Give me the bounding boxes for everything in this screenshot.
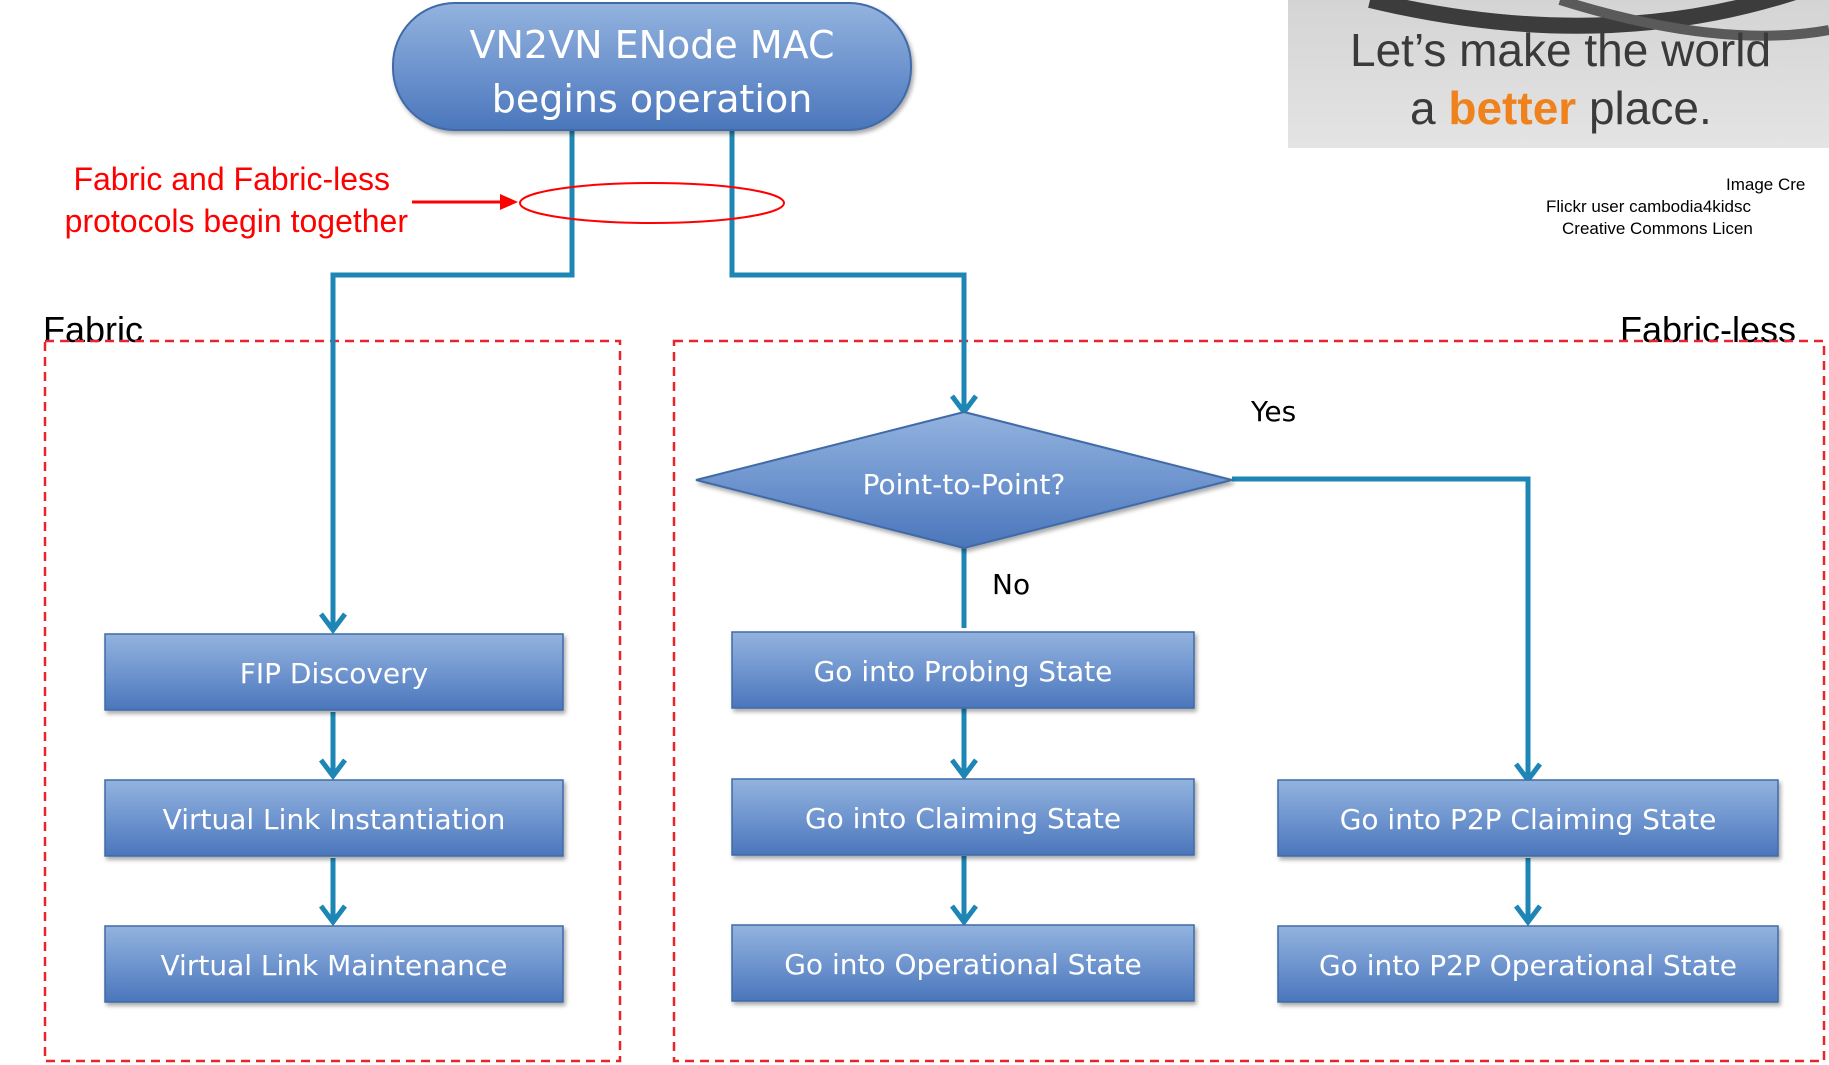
process-box: Virtual Link Instantiation <box>104 779 564 857</box>
credit-line2: Flickr user cambodia4kidsc <box>1546 197 1752 216</box>
annotation-line2: protocols begin together <box>65 203 409 239</box>
process-box: Go into P2P Operational State <box>1277 925 1779 1003</box>
step-p2p-claiming-state: Go into P2P Claiming State <box>1340 803 1717 836</box>
process-box: FIP Discovery <box>104 633 564 711</box>
arrowhead-fip <box>319 612 347 635</box>
nonp2p-steps: Go into Probing State Go into Claiming S… <box>731 631 1195 1002</box>
process-box: Go into Operational State <box>731 924 1195 1002</box>
slogan-image: Let’s make the world a better place. <box>1288 0 1829 148</box>
start-node: VN2VN ENode MAC begins operation <box>392 2 912 131</box>
slogan-line1: Let’s make the world <box>1350 24 1771 76</box>
step-virtual-link-instantiation: Virtual Link Instantiation <box>163 803 506 836</box>
slogan-suffix: place. <box>1589 82 1712 134</box>
start-line1: VN2VN ENode MAC <box>469 23 834 67</box>
decision-yes-label: Yes <box>1250 395 1296 428</box>
step-fip-discovery: FIP Discovery <box>240 657 428 690</box>
fabric-region-label: Fabric <box>43 309 143 350</box>
step-probing-state: Go into Probing State <box>814 655 1113 688</box>
decision-label: Point-to-Point? <box>863 468 1066 501</box>
annotation-arrowhead <box>500 194 518 210</box>
credit-line1: Image Cre <box>1726 175 1805 194</box>
connector-start-fabric <box>330 131 575 628</box>
step-virtual-link-maintenance: Virtual Link Maintenance <box>161 949 508 982</box>
decision-node: Point-to-Point? <box>695 410 1233 550</box>
fabricless-region-box <box>672 339 1826 1063</box>
image-credit: Image Cre Flickr user cambodia4kidsc Cre… <box>1546 175 1805 238</box>
credit-line3: Creative Commons Licen <box>1562 219 1753 238</box>
step-operational-state: Go into Operational State <box>784 948 1142 981</box>
start-line2: begins operation <box>492 77 813 121</box>
process-box: Go into Probing State <box>731 631 1195 709</box>
slogan-line2: a better place. <box>1410 82 1712 134</box>
step-p2p-operational-state: Go into P2P Operational State <box>1319 949 1737 982</box>
step-claiming-state: Go into Claiming State <box>805 802 1121 835</box>
process-box: Go into P2P Claiming State <box>1277 779 1779 857</box>
p2p-steps: Go into P2P Claiming State Go into P2P O… <box>1277 779 1779 1003</box>
slogan-accent-word: better <box>1448 82 1576 134</box>
fabricless-region-label: Fabric-less <box>1620 309 1796 350</box>
fabric-steps: FIP Discovery Virtual Link Instantiation… <box>104 633 564 1003</box>
connectors <box>319 131 1542 927</box>
decision-no-label: No <box>992 568 1030 601</box>
process-box: Virtual Link Maintenance <box>104 925 564 1003</box>
connector-start-decision <box>729 131 967 410</box>
annotation-line1: Fabric and Fabric-less <box>73 161 390 197</box>
connector-decision-p2p <box>1232 476 1531 778</box>
slogan-prefix: a <box>1410 82 1436 134</box>
annotation: Fabric and Fabric-less protocols begin t… <box>65 161 785 239</box>
annotation-ellipse <box>519 182 785 224</box>
process-box: Go into Claiming State <box>731 778 1195 856</box>
